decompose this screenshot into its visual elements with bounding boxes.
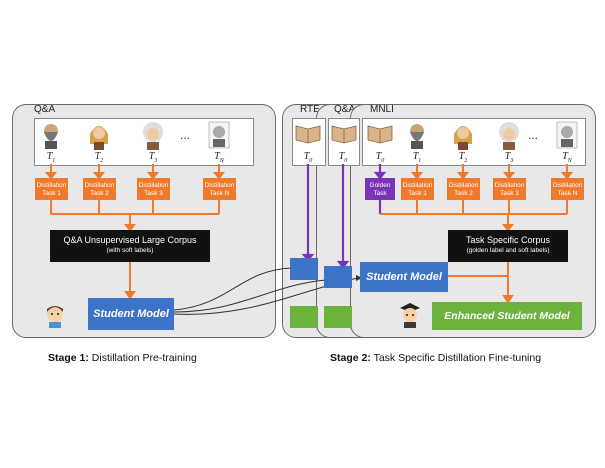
qa-student-model — [324, 266, 352, 288]
graduate-avatar-icon — [398, 302, 422, 333]
qa-teacher-label-0: T0 — [338, 151, 348, 164]
stage1-corpus-title: Q&A Unsupervised Large Corpus — [63, 235, 197, 245]
mnli-teacher-label-1: T1 — [412, 151, 422, 164]
stage2-ellipsis: ... — [528, 128, 539, 142]
book-icon — [366, 122, 394, 149]
stage1-corpus-box: Q&A Unsupervised Large Corpus (with soft… — [50, 230, 210, 262]
rte-student-model — [290, 258, 318, 280]
stage2-panel-rte-title: RTE — [300, 104, 320, 115]
book-icon — [330, 122, 358, 149]
stage1-panel-title: Q&A — [34, 104, 56, 115]
student-avatar-icon — [44, 304, 66, 333]
stage2-caption: Stage 2: Task Specific Distillation Fine… — [330, 352, 542, 364]
teacher-aristotle-icon — [36, 120, 66, 155]
teacher-newton-icon — [84, 120, 114, 155]
stage1-ellipsis: ... — [180, 128, 191, 142]
stage2-corpus-title: Task Specific Corpus — [465, 235, 551, 245]
teacher-aristotle-icon — [402, 120, 432, 155]
qa-enhanced-model — [324, 306, 352, 328]
teacher-label-2: T2 — [94, 151, 104, 164]
teacher-einstein-icon — [494, 120, 524, 155]
mnli-teacher-label-0: T0 — [375, 151, 385, 164]
stage1-caption: Stage 1: Distillation Pre-training — [48, 352, 197, 364]
teacher-newton-icon — [448, 120, 478, 155]
teacher-label-3: T3 — [148, 151, 158, 164]
stage2-panel-qa-title: Q&A — [334, 104, 356, 115]
rte-teacher-label-0: T0 — [303, 151, 313, 164]
stage2-panel-mnli-title: MNLI — [370, 104, 394, 115]
teacher-einstein-icon — [138, 120, 168, 155]
teacher-label-1: T1 — [46, 151, 56, 164]
mnli-teacher-label-2: T2 — [458, 151, 468, 164]
stage1-corpus-subtitle: (with soft labels) — [106, 247, 154, 254]
enhanced-student-model: Enhanced Student Model — [432, 302, 582, 330]
teacher-turing-icon — [552, 120, 582, 155]
teacher-label-n: TN — [214, 151, 224, 164]
mnli-teacher-label-n: TN — [562, 151, 572, 164]
mnli-teacher-label-3: T3 — [504, 151, 514, 164]
stage2-corpus-subtitle: (golden label and soft labels) — [466, 247, 550, 254]
stage2-corpus-box: Task Specific Corpus (golden label and s… — [448, 230, 568, 262]
stage2-student-model: Student Model — [360, 262, 448, 292]
stage1-student-model: Student Model — [88, 298, 174, 330]
teacher-turing-icon — [204, 120, 234, 155]
book-icon — [294, 122, 322, 149]
mnli-teacher-strip — [362, 118, 586, 166]
rte-enhanced-model — [290, 306, 318, 328]
